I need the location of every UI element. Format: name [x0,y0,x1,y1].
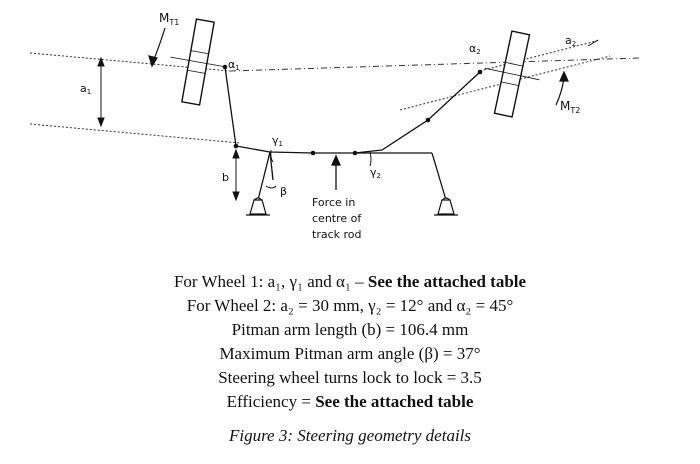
force-arrow [330,154,342,190]
left-pivot-support [246,197,270,216]
spec-line-1: For Wheel 1: a₁, γ₁ and α₁ – See the att… [173,272,527,291]
b-dimension [232,148,240,202]
label-a1: a1 [80,82,91,96]
right-wheel [484,30,540,118]
a1-dimension [97,56,105,128]
right-pivot-support [434,197,458,216]
label-alpha1: α1 [228,58,240,72]
spec-line-5: Steering wheel turns lock to lock = 3.5 [218,368,482,387]
label-mt1: MT1 [159,11,179,27]
label-force-3: track rod [312,228,361,241]
reference-lines [29,39,641,144]
angle-arcs [265,149,372,189]
diagram-labels: MT1 α1 α2 a2 a1 MT2 γ1 γ2 b β Force in c… [80,11,580,241]
label-mt2: MT2 [560,99,580,115]
label-force-1: Force in [312,196,355,209]
label-alpha2: α2 [469,42,481,56]
steering-linkage [224,66,481,201]
label-gamma2: γ2 [370,166,381,180]
label-beta: β [280,185,287,198]
label-a2: a2 [565,34,576,48]
a2-dimension [587,39,599,47]
linkage-joints [222,64,483,156]
label-force-2: centre of [312,212,362,225]
label-gamma1: γ1 [272,134,283,148]
left-wheel [170,18,226,106]
steering-geometry-diagram: MT1 α1 α2 a2 a1 MT2 γ1 γ2 b β Force in c… [29,11,641,241]
label-b: b [222,171,229,184]
spec-line-2: For Wheel 2: a₂ = 30 mm, γ₂ = 12° and α₂… [186,296,514,315]
figure-caption: Figure 3: Steering geometry details [228,426,472,445]
spec-line-4: Maximum Pitman arm angle (β) = 37° [219,344,481,363]
spec-line-6: Efficiency = See the attached table [226,392,474,411]
moment-arrow-left [148,27,166,68]
spec-line-3: Pitman arm length (b) = 106.4 mm [231,320,469,339]
moment-arrow-right [555,70,569,106]
